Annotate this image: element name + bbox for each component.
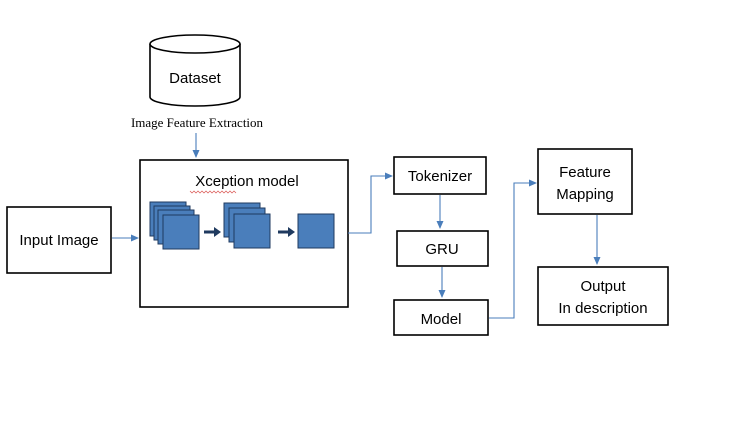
dataset-label: Dataset [169,70,222,87]
model-node: Model [393,299,489,336]
arrow-dark-1 [204,227,221,237]
output-line-2: In description [558,300,647,317]
feature-extraction-label: Image Feature Extraction [131,115,264,130]
output-node: Output In description [537,266,669,326]
gru-label: GRU [425,241,458,258]
dataset-node: Dataset [149,34,241,107]
xception-title: Xception model [195,173,298,190]
feature-mapping-line-1: Feature [559,164,611,181]
gru-node: GRU [396,230,489,267]
model-label: Model [421,311,462,328]
input-image-label: Input Image [19,232,98,249]
arrow-dark-2 [278,227,295,237]
feature-map-stack-2 [223,202,271,249]
arrow-xception-to-tokenizer [348,172,393,234]
arrow-model-to-feature-mapping [489,179,537,319]
feature-map-stack-1 [149,201,200,250]
spellcheck-underline [189,190,237,194]
input-image-node: Input Image [6,206,112,274]
xception-model-box: Xception model [139,159,349,308]
feature-map-single [297,213,335,249]
tokenizer-label: Tokenizer [408,168,472,185]
tokenizer-node: Tokenizer [393,156,487,195]
feature-mapping-line-2: Mapping [556,186,614,203]
output-line-1: Output [580,278,626,295]
feature-mapping-node: Feature Mapping [537,148,633,215]
